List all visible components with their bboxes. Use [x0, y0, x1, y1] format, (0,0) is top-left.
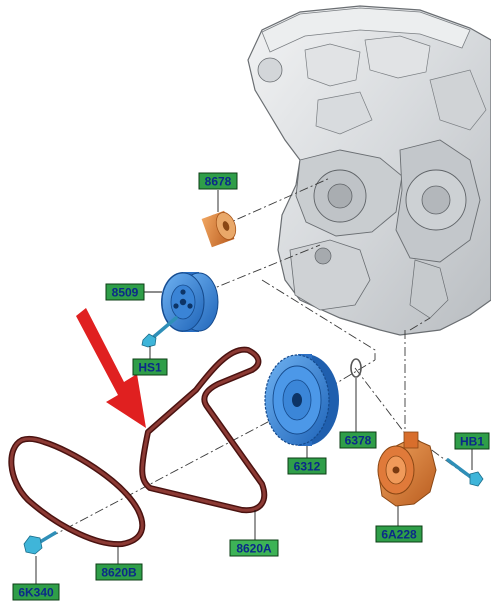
callout-6a228: 6A228: [375, 525, 423, 543]
callout-6378: 6378: [339, 431, 377, 449]
svg-text:6312: 6312: [294, 460, 321, 474]
engine-block-icon: [247, 5, 491, 336]
svg-text:HB1: HB1: [460, 435, 484, 449]
leader-lines: [35, 190, 473, 584]
svg-text:6K340: 6K340: [18, 586, 54, 600]
svg-text:8620A: 8620A: [236, 542, 272, 556]
callout-6312: 6312: [287, 457, 327, 475]
bolt-hs1: [141, 316, 178, 348]
idler-pulley-8678: [201, 210, 237, 248]
svg-text:8509: 8509: [112, 286, 139, 300]
bolt-6k340: [23, 531, 57, 555]
oring-6378: [350, 358, 362, 378]
pulley-8509: [161, 272, 219, 332]
belt-8620B: [8, 435, 146, 548]
callout-hb1: HB1: [454, 432, 490, 450]
svg-text:8620B: 8620B: [101, 566, 137, 580]
bolt-hb1: [446, 458, 484, 487]
svg-text:6378: 6378: [345, 434, 372, 448]
svg-text:8678: 8678: [205, 175, 232, 189]
belt-tensioner-6A228: [377, 431, 437, 507]
callout-8620b: 8620B: [95, 563, 143, 581]
crankshaft-damper-6312: [264, 354, 339, 446]
callout-hs1: HS1: [132, 358, 168, 376]
callout-6k340: 6K340: [12, 583, 60, 601]
callout-8620a: 8620A: [229, 539, 279, 557]
belt-8620A: [139, 346, 268, 514]
svg-text:HS1: HS1: [138, 361, 162, 375]
svg-text:6A228: 6A228: [381, 528, 417, 542]
callout-8678: 8678: [198, 172, 238, 190]
callout-8509: 8509: [105, 283, 145, 301]
red-arrow-icon: [76, 308, 146, 428]
